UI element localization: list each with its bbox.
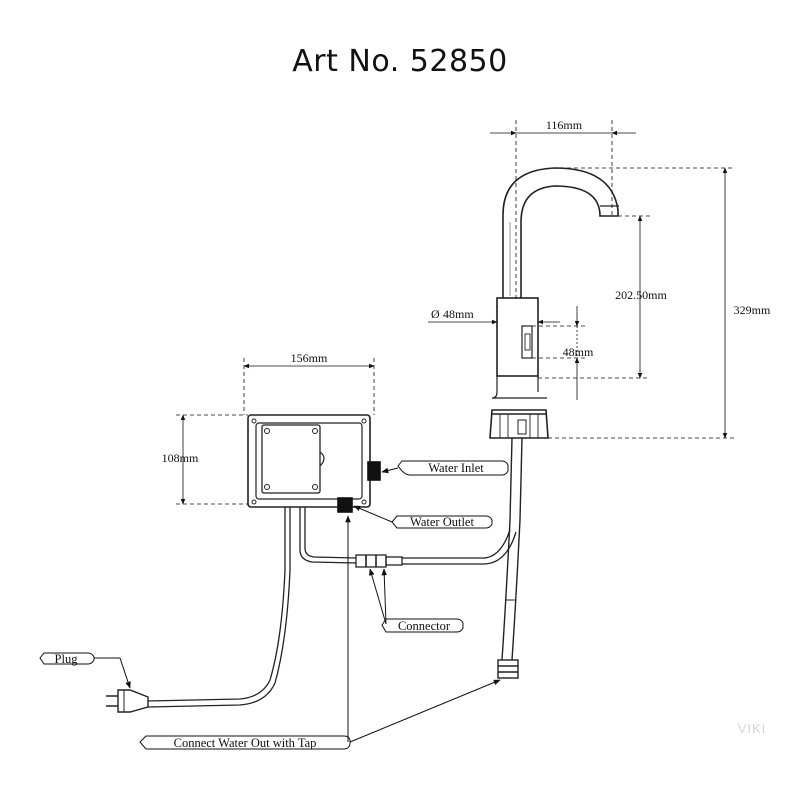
dim-total-height: 329mm <box>734 303 771 317</box>
control-box <box>106 414 517 713</box>
dim-box-height: 108mm <box>162 451 199 465</box>
faucet-spout <box>502 167 619 298</box>
label-plug: Plug <box>55 652 79 666</box>
dim-spout-reach: 116mm <box>546 118 583 132</box>
label-water-outlet: Water Outlet <box>410 515 474 529</box>
dim-sensor-height: 48mm <box>563 345 594 359</box>
power-plug <box>117 689 149 713</box>
dim-box-width: 156mm <box>291 351 328 365</box>
watermark-text: VIKI <box>738 721 767 736</box>
dim-body-diameter: 48mm <box>443 307 474 321</box>
water-outlet-port <box>337 497 353 513</box>
dim-outlet-height: 202.50mm <box>615 288 667 302</box>
faucet <box>489 167 619 679</box>
faucet-hose <box>501 437 513 661</box>
faucet-body <box>496 297 539 377</box>
control-box-outer <box>247 414 371 508</box>
label-water-inlet: Water Inlet <box>428 461 484 475</box>
control-box-lid <box>261 424 321 494</box>
water-inlet-port <box>367 461 381 481</box>
page-title: Art No. 52850 <box>292 44 508 79</box>
sensor-window <box>521 325 533 359</box>
hose-fitting <box>497 659 519 679</box>
diameter-symbol: Ø <box>431 307 440 321</box>
hose-connector <box>355 554 387 568</box>
callouts <box>39 460 509 750</box>
label-connect-water: Connect Water Out with Tap <box>174 736 317 750</box>
label-connector: Connector <box>398 619 451 633</box>
dimension-lines <box>176 120 735 505</box>
